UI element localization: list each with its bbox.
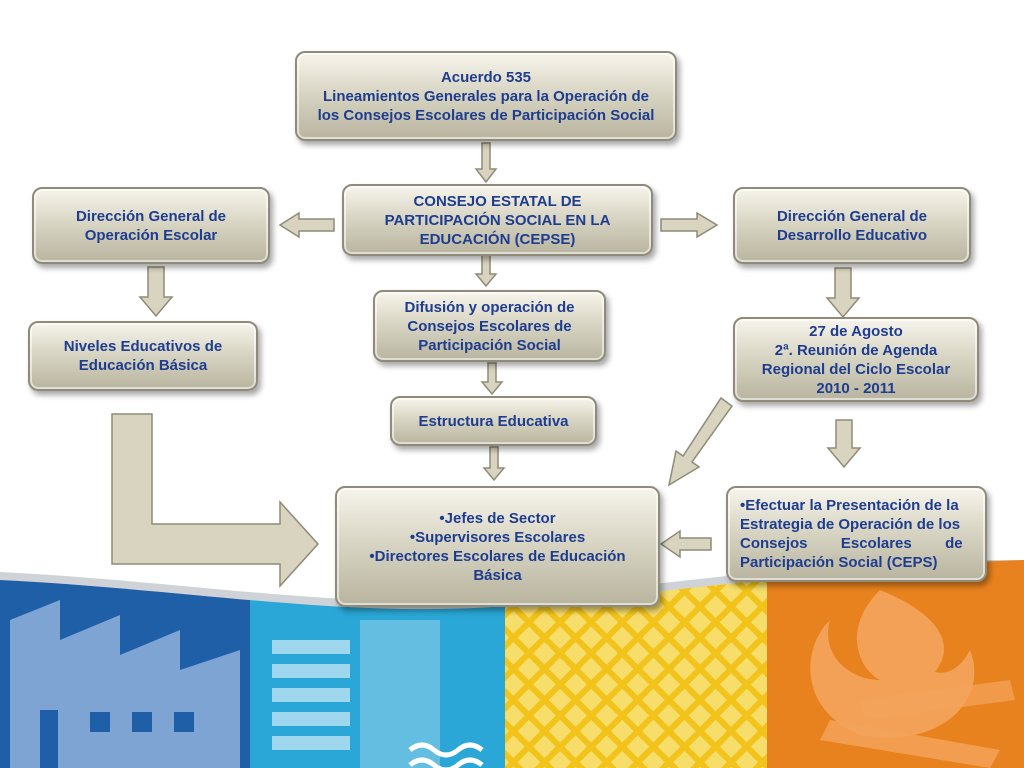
box-line: Participación Social (CEPS) — [740, 554, 938, 571]
box-acuerdo-535: Acuerdo 535 Lineamientos Generales para … — [295, 51, 677, 141]
box-line: •Supervisores Escolares — [409, 528, 586, 546]
box-line: Consejos Escolares de — [407, 317, 572, 335]
arrow-estructura-to-jefes — [482, 446, 506, 482]
box-line: Desarrollo Educativo — [776, 226, 928, 244]
box-line: Niveles Educativos de — [63, 338, 223, 355]
box-line: Dirección General de — [776, 207, 928, 225]
arrow-agenda-to-efectuar — [826, 419, 862, 469]
box-line: •Directores Escolares de Educación — [369, 547, 626, 565]
box-line: •Jefes de Sector — [439, 509, 556, 527]
box-line: Estrategia de Operación de los — [740, 516, 961, 533]
box-efectuar-presentacion: •Efectuar la Presentación de la Estrateg… — [726, 486, 987, 582]
box-jefes-supervisores-directores: •Jefes de Sector •Supervisores Escolares… — [335, 486, 660, 607]
box-line: Dirección General de — [75, 207, 227, 225]
arrow-difusion-to-estructura — [480, 362, 504, 396]
box-line: 2010 - 2011 — [816, 379, 896, 397]
box-direccion-desarrollo-educativo: Dirección General de Desarrollo Educativ… — [733, 187, 971, 264]
box-line: CONSEJO ESTATAL DE — [413, 192, 582, 210]
box-line: Participación Social — [418, 336, 561, 354]
box-line: Básica — [473, 566, 522, 584]
box-difusion-operacion: Difusión y operación de Consejos Escolar… — [373, 290, 606, 362]
arrow-agenda-to-jefes-diagonal — [666, 396, 734, 488]
box-niveles-educativos: Niveles Educativos de Educación Básica — [28, 321, 258, 391]
box-line: los Consejos Escolares de Participación … — [317, 106, 655, 124]
box-line: Operación Escolar — [84, 226, 218, 244]
box-line: Estructura Educativa — [418, 412, 569, 430]
box-line: PARTICIPACIÓN SOCIAL EN LA — [384, 211, 611, 229]
box-line: Consejos Escolares de — [740, 535, 963, 552]
decorative-bottom-band — [0, 560, 1024, 768]
box-line: EDUCACIÓN (CEPSE) — [419, 230, 576, 248]
box-estructura-educativa: Estructura Educativa — [390, 396, 597, 446]
arrow-efectuar-to-jefes — [659, 529, 712, 559]
box-cepse: CONSEJO ESTATAL DE PARTICIPACIÓN SOCIAL … — [342, 184, 653, 256]
box-line: Educación Básica — [78, 357, 208, 374]
box-line: Difusión y operación de — [404, 298, 575, 316]
box-direccion-operacion-escolar: Dirección General de Operación Escolar — [32, 187, 270, 264]
box-line: 2ª. Reunión de Agenda — [774, 341, 938, 359]
arrow-cepse-to-dgde — [660, 211, 719, 239]
arrow-cepse-to-difusion — [474, 254, 498, 288]
arrow-dgoe-to-niveles — [138, 266, 174, 318]
arrow-dgde-to-agenda — [825, 267, 861, 319]
box-line: Acuerdo 535 — [440, 68, 532, 86]
arrow-cepse-to-dgoe — [278, 211, 335, 239]
box-agenda-regional: 27 de Agosto 2ª. Reunión de Agenda Regio… — [733, 317, 979, 402]
arrow-niveles-to-jefes-elbow — [110, 412, 322, 590]
box-line: Lineamientos Generales para la Operación… — [323, 87, 649, 105]
box-line: Regional del Ciclo Escolar — [761, 360, 951, 378]
box-line: 27 de Agosto — [809, 322, 903, 340]
box-line: •Efectuar la Presentación de la — [740, 497, 959, 514]
arrow-acuerdo-to-cepse — [474, 142, 498, 184]
